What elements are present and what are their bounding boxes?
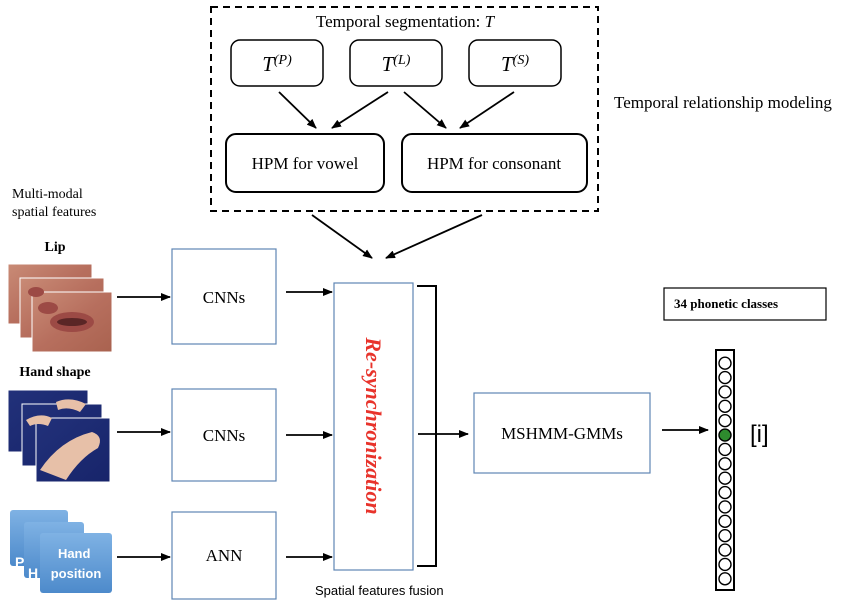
- hand-position-card-text: Hand position: [51, 546, 102, 581]
- arrow-ts-consonant: [459, 91, 515, 129]
- mshmm-label: MSHMM-GMMs: [501, 424, 623, 443]
- output-slot: [718, 457, 732, 471]
- arrow-temporal-resync-left: [311, 214, 373, 259]
- output-slot: [718, 528, 732, 543]
- svg-text:H: H: [28, 565, 38, 581]
- output-slot: [718, 385, 732, 399]
- output-slots: [718, 356, 732, 586]
- phonetic-classes-label: 34 phonetic classes: [674, 296, 778, 311]
- arrow-temporal-resync-right: [385, 214, 483, 259]
- cnn-lip-box: [171, 248, 277, 345]
- output-slot: [718, 500, 732, 514]
- multimodal-header: Multi-modal spatial features: [12, 187, 96, 220]
- segment-box-l: [349, 39, 443, 87]
- ann-box: [171, 511, 277, 600]
- output-slot: [718, 471, 732, 485]
- resync-label: Re-synchronization: [361, 336, 386, 514]
- output-slot: [718, 356, 732, 370]
- hpm-vowel-box: [225, 133, 385, 193]
- segment-label-s: T(S): [501, 52, 529, 76]
- ann-label: ANN: [206, 546, 243, 565]
- output-slot-active: [718, 428, 732, 442]
- output-slot: [718, 413, 732, 428]
- output-slot: [718, 442, 732, 457]
- cnn-hand-label: CNNs: [203, 426, 246, 445]
- segment-label-p: T(P): [262, 52, 292, 76]
- hpm-consonant-box: [401, 133, 588, 193]
- phoneme-output: [i]: [750, 421, 769, 448]
- temporal-segmentation-title: Temporal segmentation: T: [316, 12, 496, 31]
- lip-label: Lip: [44, 240, 65, 255]
- phonetic-classes-box: [663, 287, 827, 321]
- output-slot: [718, 572, 732, 586]
- svg-text:P: P: [15, 554, 24, 570]
- segment-box-p: [230, 39, 324, 87]
- temporal-relationship-label: Temporal relationship modeling: [614, 93, 832, 112]
- hand-position-card-stack: P H: [10, 510, 112, 593]
- hpm-consonant-label: HPM for consonant: [427, 154, 561, 173]
- arrow-tl-vowel: [331, 91, 389, 129]
- resync-box: [333, 282, 414, 571]
- lip-image-stack: [7, 263, 113, 353]
- temporal-block-frame: [210, 6, 599, 212]
- output-slot: [718, 557, 732, 572]
- output-slot: [718, 399, 732, 414]
- output-slot: [718, 514, 732, 529]
- output-slot: [718, 543, 732, 557]
- segment-box-s: [468, 39, 562, 87]
- fusion-label: Spatial features fusion: [315, 583, 444, 598]
- arrow-tl-consonant: [403, 91, 447, 129]
- output-slot: [718, 370, 732, 385]
- cnn-hand-box: [171, 388, 277, 482]
- output-slot: [718, 485, 732, 500]
- arrow-tp-vowel: [278, 91, 317, 129]
- segment-label-l: T(L): [382, 52, 411, 76]
- hand-shape-label: Hand shape: [19, 365, 90, 380]
- hpm-vowel-label: HPM for vowel: [252, 154, 359, 173]
- hand-shape-image-stack: [7, 389, 111, 483]
- fusion-bracket: [417, 285, 437, 567]
- mshmm-box: [473, 392, 651, 474]
- cnn-lip-label: CNNs: [203, 288, 246, 307]
